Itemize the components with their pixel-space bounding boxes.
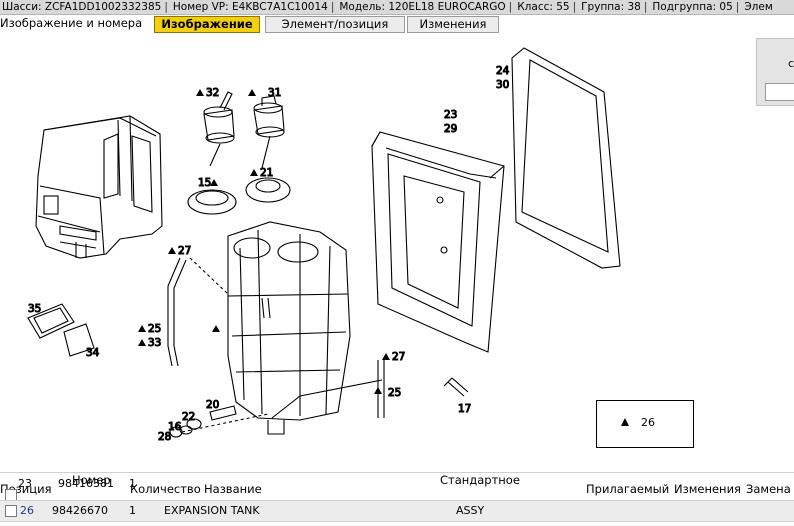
callout-16: 16: [168, 421, 182, 433]
hose-left: [167, 257, 229, 367]
header-replacements[interactable]: Замена: [746, 482, 791, 496]
callout-22: 22: [182, 411, 195, 423]
subgroup-field: Подгруппа: 05: [652, 1, 733, 13]
scrolled-row-number: 98416381: [58, 477, 114, 490]
vp-number-field: Номер VP: E4KBC7A1C10014: [172, 1, 328, 13]
tab-element-position[interactable]: Элемент/позиция: [265, 16, 405, 33]
scrolled-row-position: 23: [18, 477, 32, 490]
callout-25-right: 25: [388, 387, 401, 399]
row-checkbox[interactable]: [5, 505, 17, 517]
cab-drawing: [35, 115, 163, 259]
fittings: [169, 379, 383, 438]
callout-31: 31: [268, 87, 281, 99]
callout-20: 20: [206, 399, 219, 411]
header-standard[interactable]: Стандартное: [440, 473, 520, 487]
class-field: Класс: 55: [517, 1, 570, 13]
tab-changes[interactable]: Изменения: [407, 16, 499, 33]
callout-32: 32: [206, 87, 219, 99]
header-name[interactable]: Название: [204, 482, 262, 496]
side-panel-input[interactable]: [765, 83, 794, 101]
callout-15: 15: [198, 177, 211, 189]
side-panel: с: [756, 38, 794, 106]
parts-diagram-svg: 32 31 15 21 27 35 34 25 33 23 29 24 30 2…: [27, 47, 621, 444]
legend-text: 26: [641, 416, 655, 429]
header-changes[interactable]: Изменения: [674, 482, 741, 496]
legend-box: 26: [596, 400, 694, 448]
callout-27-left: 27: [178, 245, 191, 257]
header-number[interactable]: Номер: [72, 473, 111, 487]
scrolled-row-quantity: 1: [129, 477, 136, 490]
callout-28: 28: [158, 431, 171, 443]
header-quantity[interactable]: Количество: [130, 482, 201, 496]
caps-32-31: [203, 91, 285, 169]
gasket-35-34: [27, 303, 95, 357]
parts-diagram[interactable]: 32 31 15 21 27 35 34 25 33 23 29 24 30 2…: [0, 36, 754, 468]
header-applicable[interactable]: Прилагаемый: [586, 482, 670, 496]
model-field: Модель: 120EL18 EUROCARGO: [339, 1, 506, 13]
tray-23-29: [371, 131, 505, 353]
section-title: Изображение и номера: [0, 16, 143, 30]
row-quantity: 1: [129, 504, 136, 517]
gasket-24-30: [511, 47, 621, 269]
row-standard: ASSY: [456, 504, 485, 517]
vehicle-info-bar: Шасси: ZCFA1DD1002332385|Номер VP: E4KBC…: [0, 0, 794, 15]
triangle-icon: [621, 418, 629, 426]
row-name: EXPANSION TANK: [164, 504, 260, 517]
callout-30: 30: [496, 79, 509, 91]
caps-15-21: [187, 177, 291, 215]
callout-34: 34: [86, 347, 100, 359]
element-field: Элем: [744, 1, 773, 13]
tab-image[interactable]: Изображение: [154, 16, 260, 33]
parts-table: 23 98416381 1 Позиция Номер Количество Н…: [0, 472, 794, 526]
callout-23: 23: [444, 109, 457, 121]
callout-27-right: 27: [392, 351, 405, 363]
callout-markers: [138, 89, 390, 394]
callout-17: 17: [458, 403, 471, 415]
table-row[interactable]: 26 98426670 1 EXPANSION TANK ASSY: [0, 500, 794, 522]
group-field: Группа: 38: [581, 1, 641, 13]
bolt-17: [443, 377, 469, 397]
callout-33: 33: [148, 337, 161, 349]
callout-24: 24: [496, 65, 510, 77]
expansion-tank: [227, 221, 351, 435]
callout-29: 29: [444, 123, 457, 135]
row-number: 98426670: [52, 504, 108, 517]
chassis-field: Шасси: ZCFA1DD1002332385: [2, 1, 162, 13]
table-header: 23 98416381 1 Позиция Номер Количество Н…: [0, 473, 794, 497]
callout-35: 35: [28, 303, 41, 315]
callout-25-left: 25: [148, 323, 161, 335]
row-position[interactable]: 26: [20, 504, 34, 517]
side-panel-label: с: [788, 57, 794, 70]
callout-21: 21: [260, 167, 273, 179]
